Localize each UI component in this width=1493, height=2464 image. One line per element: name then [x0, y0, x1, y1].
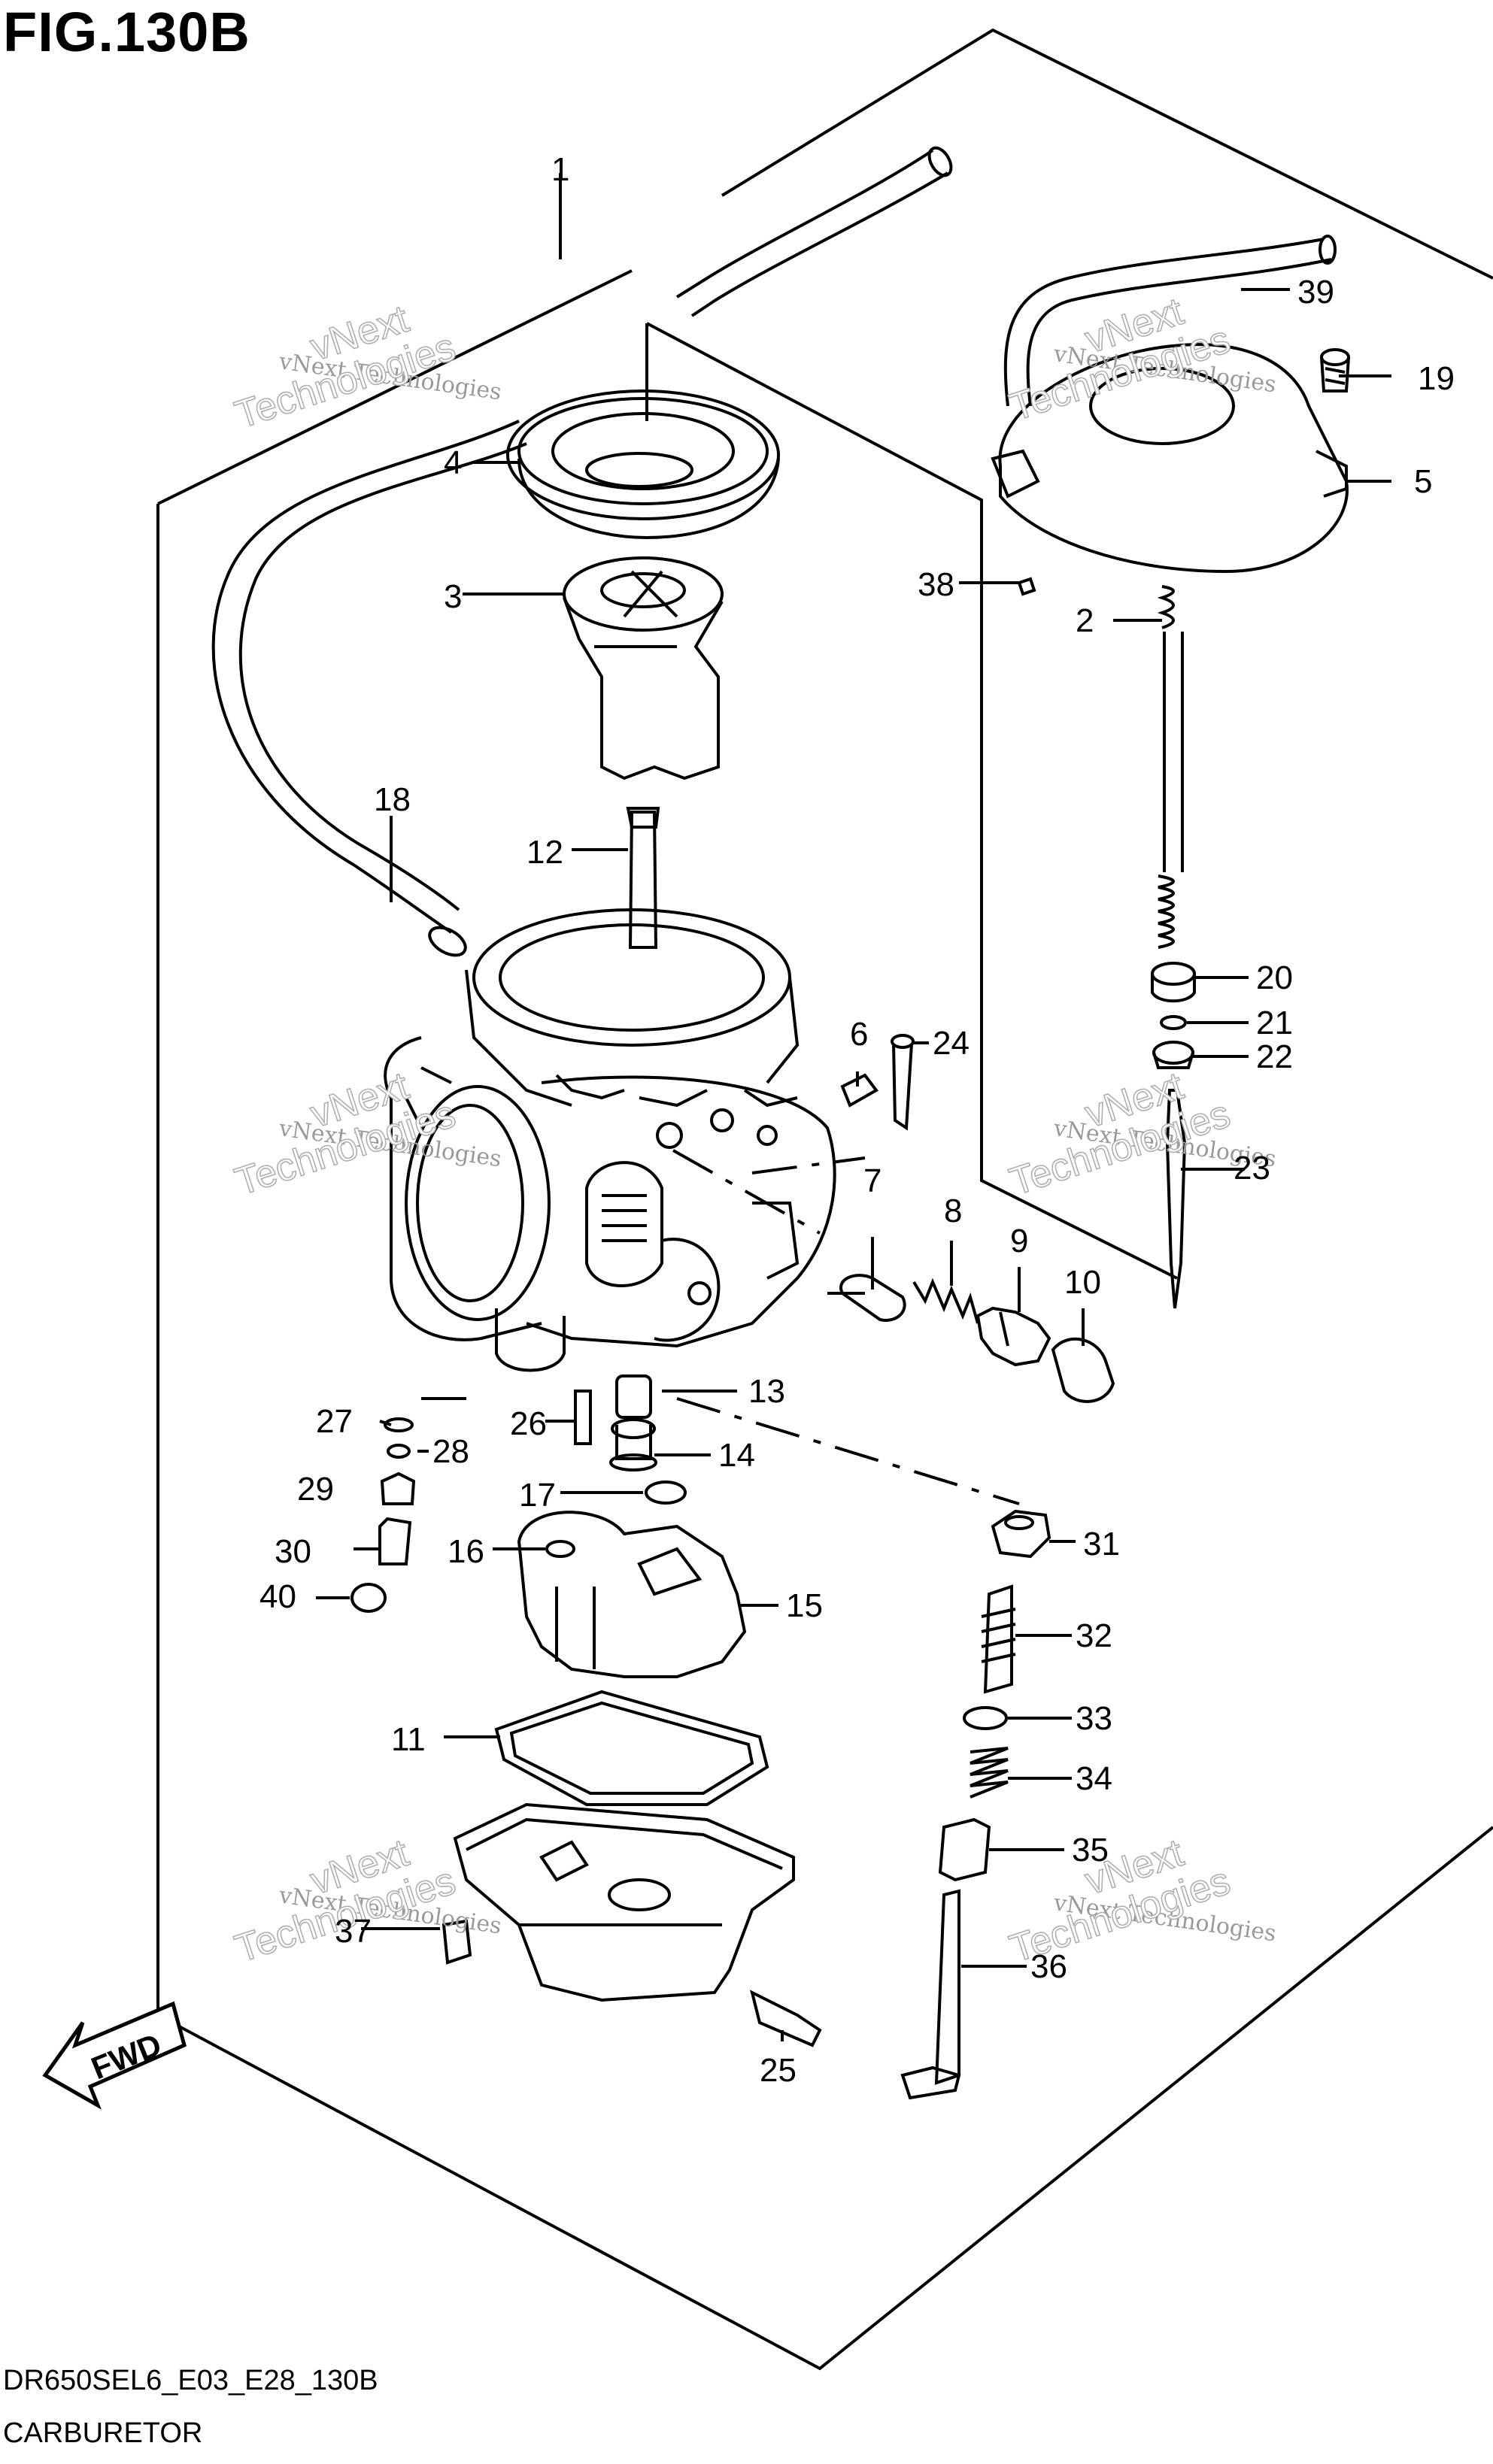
callout-30: 30: [275, 1533, 311, 1570]
callout-19: 19: [1418, 360, 1455, 397]
callout-18: 18: [374, 781, 411, 818]
part-1-vent-hose: [211, 146, 953, 957]
leader-lines: [316, 173, 1391, 2041]
part-23-jet-needle: [1165, 1089, 1187, 1309]
watermarks: vNext Technologies vNext Technologies vN…: [229, 289, 1278, 1972]
parts-20-21-22: [1151, 962, 1196, 1069]
callout-10: 10: [1064, 1264, 1101, 1301]
callout-16: 16: [448, 1533, 484, 1570]
parts-27-30-40: [350, 1417, 416, 1613]
fwd-arrow: FWD: [42, 2001, 187, 2110]
callout-34: 34: [1076, 1760, 1112, 1797]
callout-35: 35: [1072, 1832, 1109, 1868]
callout-23: 23: [1234, 1150, 1270, 1187]
part-8-spring: [912, 1277, 979, 1324]
callout-13: 13: [748, 1373, 785, 1410]
part-19-screw: [1320, 348, 1350, 392]
part-10-cap: [1051, 1337, 1115, 1403]
assembly-frame: [156, 28, 1493, 2371]
parts-13-14: [609, 1374, 657, 1471]
callout-21: 21: [1256, 1005, 1293, 1041]
callout-17: 17: [519, 1477, 556, 1514]
callout-7: 7: [863, 1162, 882, 1199]
callout-15: 15: [786, 1587, 823, 1624]
model-code: DR650SEL6_E03_E28_130B: [3, 2365, 378, 2396]
callout-8: 8: [944, 1193, 962, 1229]
callout-31: 31: [1083, 1526, 1120, 1562]
callout-6: 6: [850, 1016, 868, 1053]
carburetor-body: [384, 908, 836, 1372]
callout-37: 37: [335, 1913, 372, 1950]
figure-title: FIG.130B: [3, 1, 250, 63]
callout-1: 1: [551, 151, 569, 188]
callout-20: 20: [1256, 959, 1293, 996]
callout-24: 24: [933, 1025, 970, 1062]
part-4-diaphragm: [506, 389, 780, 540]
dashed-guides: [414, 323, 1020, 1505]
callout-4: 4: [444, 444, 462, 481]
part-12-needle-jet: [626, 807, 660, 949]
callout-29: 29: [297, 1471, 334, 1508]
callout-36: 36: [1030, 1948, 1067, 1985]
part-2-spring-rod: [1157, 585, 1184, 949]
part-11-gasket: [494, 1690, 769, 1806]
parts-31-36: [900, 1509, 1051, 2100]
callout-38: 38: [918, 566, 954, 603]
parts-25-37-screws: [442, 1919, 822, 2047]
part-3-piston: [563, 556, 724, 780]
callout-32: 32: [1076, 1617, 1112, 1654]
callout-5: 5: [1414, 463, 1432, 500]
callout-26: 26: [510, 1405, 547, 1442]
callout-33: 33: [1076, 1700, 1112, 1737]
callout-14: 14: [718, 1437, 755, 1474]
callout-39: 39: [1297, 274, 1334, 311]
part-39-hose: [1003, 235, 1337, 407]
part-9-starter-nut: [976, 1306, 1051, 1367]
callout-27: 27: [316, 1403, 353, 1440]
parts-16-17: [545, 1481, 687, 1558]
callout-11: 11: [391, 1721, 426, 1758]
callout-12: 12: [526, 834, 563, 871]
part-7-plunger: [827, 1274, 906, 1322]
callout-22: 22: [1256, 1038, 1293, 1075]
float-bowl: [453, 1802, 795, 2002]
callout-28: 28: [432, 1433, 469, 1470]
section-name: CARBURETOR: [3, 2417, 203, 2449]
part-26-jet: [574, 1390, 592, 1445]
part-38-clip: [1017, 577, 1036, 596]
callout-numbers: 1 2 3 4 5 6 7 8 9 10 11 12 13 14 15 16 1…: [259, 151, 1455, 2089]
part-15-pump-cover: [517, 1511, 747, 1678]
callout-9: 9: [1010, 1223, 1028, 1259]
callout-25: 25: [760, 2052, 797, 2089]
callout-2: 2: [1076, 602, 1094, 639]
callout-3: 3: [444, 578, 462, 615]
callout-40: 40: [259, 1578, 296, 1615]
